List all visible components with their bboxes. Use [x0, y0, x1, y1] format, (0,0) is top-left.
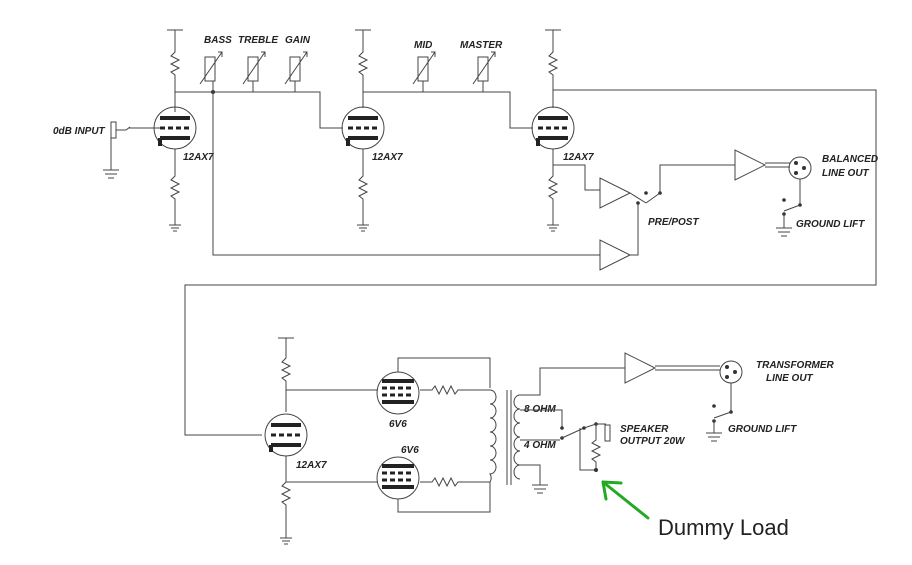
- transformer-label-2: LINE OUT: [766, 373, 814, 384]
- tube-1-label: 12AX7: [183, 152, 214, 163]
- mid-pot: [412, 51, 436, 92]
- treble-pot: [242, 51, 266, 92]
- tube-2: [341, 29, 385, 232]
- speaker-label-2: OUTPUT 20W: [620, 436, 686, 447]
- ground-lift-switch-bottom: [706, 404, 733, 442]
- power-tube-1-label: 6V6: [389, 419, 407, 430]
- input-label: 0dB INPUT: [53, 126, 106, 137]
- balanced-label-2: LINE OUT: [822, 168, 870, 179]
- ground-lift-switch-top: [776, 198, 802, 237]
- power-tube-1: [376, 357, 491, 415]
- balanced-driver: [734, 149, 790, 181]
- treble-label: TREBLE: [238, 35, 278, 46]
- power-tube-2: [376, 456, 491, 513]
- tap-4-label: 4 OHM: [523, 440, 556, 451]
- mid-label: MID: [414, 40, 432, 51]
- speaker-output-jack: [604, 424, 611, 442]
- gain-pot: [284, 51, 308, 92]
- tube-3-label: 12AX7: [563, 152, 594, 163]
- tube-1: [129, 29, 197, 232]
- pre-buffer: [599, 177, 632, 209]
- master-pot: [472, 51, 496, 92]
- transformer-label-1: TRANSFORMER: [756, 360, 835, 371]
- pre-post-label: PRE/POST: [648, 217, 699, 228]
- transformer-xlr-jack: [719, 360, 743, 412]
- dummy-load-resistor: [590, 424, 602, 472]
- input-jack: [103, 121, 131, 179]
- speaker-label-1: SPEAKER: [620, 424, 669, 435]
- dummy-load-annotation: Dummy Load: [658, 515, 789, 540]
- ground-lift-label-bottom: GROUND LIFT: [728, 424, 797, 435]
- gain-label: GAIN: [285, 35, 311, 46]
- dummy-load-arrow: [601, 480, 650, 520]
- tube-3: [531, 29, 575, 232]
- tube-4: [264, 337, 308, 545]
- master-label: MASTER: [460, 40, 503, 51]
- bass-label: BASS: [204, 35, 232, 46]
- output-transformer: [489, 389, 521, 485]
- ground-lift-label-top: GROUND LIFT: [796, 219, 865, 230]
- impedance-switch: [560, 422, 606, 471]
- bass-pot: [199, 51, 223, 92]
- power-tube-2-label: 6V6: [401, 445, 419, 456]
- balanced-xlr-jack: [788, 156, 812, 205]
- post-buffer: [599, 239, 632, 271]
- pre-post-switch: [636, 164, 735, 205]
- tube-4-label: 12AX7: [296, 460, 327, 471]
- tube-2-label: 12AX7: [372, 152, 403, 163]
- balanced-label-1: BALANCED: [822, 154, 878, 165]
- transformer-driver: [624, 352, 720, 384]
